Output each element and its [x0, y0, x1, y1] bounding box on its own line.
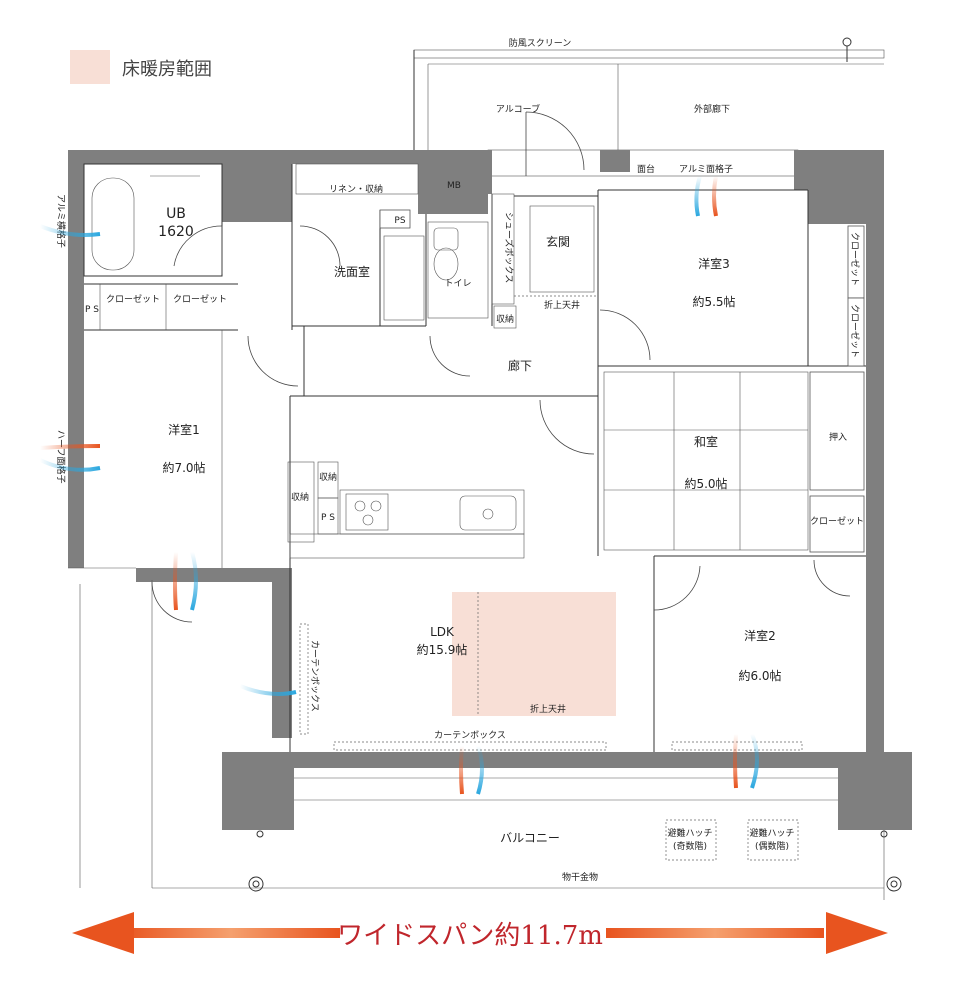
airflow-cool-ldk: [476, 745, 484, 795]
wide-span-arrow: ワイドスパン約11.7m: [72, 912, 888, 954]
closet-washitsu: クローゼット: [810, 515, 864, 527]
doors: [151, 111, 851, 623]
yoshitsu2-label: 洋室2: [744, 628, 776, 643]
airflow-warm-y1: [173, 551, 178, 611]
storage-label-2: 収納: [319, 471, 337, 483]
ub-label: UB: [166, 206, 186, 222]
lattice-left-mid-label: ハーフ面格子: [55, 430, 67, 483]
ub-size-label: 1620: [158, 224, 194, 240]
drying-label: 物干金物: [562, 871, 598, 883]
storage-label-1: 収納: [496, 313, 514, 325]
vertical-labels: シューズボックス クローゼット クローゼット カーテンボックス アルミ横格子 ハ…: [55, 194, 861, 712]
oshiire-label: 押入: [829, 431, 847, 443]
airflow-warm-y3: [712, 175, 718, 217]
windscreen-label: 防風スクリーン: [509, 37, 572, 49]
yoshitsu3-size: 約5.5帖: [692, 294, 735, 309]
airflow-cool-y2: [750, 733, 759, 789]
airflow-indicators: [39, 175, 759, 795]
yoshitsu3-label: 洋室3: [698, 256, 730, 271]
closet-ub-1: クローゼット: [106, 293, 160, 305]
counter-label: 面台: [637, 163, 655, 175]
closet-y3-2: クローゼット: [849, 304, 861, 358]
drain-markers: [248, 830, 902, 892]
airflow-cool-y3: [694, 175, 702, 217]
airflow-cool-ldk-side: [239, 684, 297, 696]
hatch-even-label: 避難ハッチ: [749, 827, 794, 839]
storage-label-3: 収納: [291, 491, 309, 503]
yoshitsu2-size: 約6.0帖: [738, 668, 781, 683]
ceiling-label-1: 折上天井: [544, 299, 580, 311]
corridor-label: 外部廊下: [694, 103, 730, 115]
closet-ub-2: クローゼット: [173, 293, 227, 305]
legend-swatch: [70, 50, 110, 84]
airflow-warm-y2: [733, 733, 738, 789]
airflow-cool-left-mid: [39, 458, 101, 472]
partitions: [68, 163, 885, 900]
hatch-even-box: [747, 819, 799, 861]
curtain-box-vertical: カーテンボックス: [309, 640, 320, 712]
airflow-warm-ldk: [459, 745, 464, 795]
lattice-left-top-label: アルミ横格子: [55, 194, 67, 248]
hatch-odd-sub: (奇数階): [673, 840, 707, 852]
ldk-size: 約15.9帖: [417, 642, 468, 657]
yoshitsu1-label: 洋室1: [168, 422, 200, 437]
airflow-cool-y1: [190, 551, 198, 611]
airflow-cool-left-top: [39, 224, 101, 237]
ps-ub: P S: [85, 305, 99, 315]
ps-label: PS: [394, 216, 405, 226]
toilet-label: トイレ: [444, 279, 471, 289]
ldk-label: LDK: [430, 625, 455, 639]
floor-heating-zone: [452, 592, 616, 716]
washroom-label: 洗面室: [334, 264, 370, 279]
hatch-odd-box: [665, 819, 717, 861]
linen-label: リネン・収納: [329, 183, 383, 195]
legend-label: 床暖房範囲: [122, 59, 212, 80]
entrance-label: 玄関: [546, 234, 570, 249]
hatch-odd-label: 避難ハッチ: [667, 827, 712, 839]
wide-span-label: ワイドスパン約11.7m: [337, 921, 603, 951]
washitsu-size: 約5.0帖: [684, 476, 727, 491]
ps-kitchen: P S: [321, 513, 335, 523]
curtain-box-label: カーテンボックス: [434, 730, 506, 741]
airflow-warm-left-mid: [39, 444, 101, 450]
hatch-even-sub: (偶数階): [755, 840, 789, 852]
lattice-top-label: アルミ面格子: [679, 163, 733, 175]
shoebox-label: シューズボックス: [503, 212, 515, 283]
room-labels: UB 1620 リネン・収納 MB PS 洗面室 トイレ 玄関 収納 折上天井 …: [85, 181, 864, 883]
ceiling-label-2: 折上天井: [530, 703, 566, 715]
mb-label: MB: [447, 181, 461, 191]
balcony-label: バルコニー: [500, 831, 560, 845]
hallway-label: 廊下: [508, 358, 532, 373]
closet-y3-1: クローゼット: [849, 232, 861, 286]
alcove-label: アルコーブ: [496, 103, 540, 115]
walls: [68, 150, 912, 830]
yoshitsu1-size: 約7.0帖: [162, 460, 205, 475]
washitsu-label: 和室: [694, 434, 718, 449]
exterior-corridor: 防風スクリーン アルコーブ 外部廊下 面台 アルミ面格子: [413, 37, 885, 177]
